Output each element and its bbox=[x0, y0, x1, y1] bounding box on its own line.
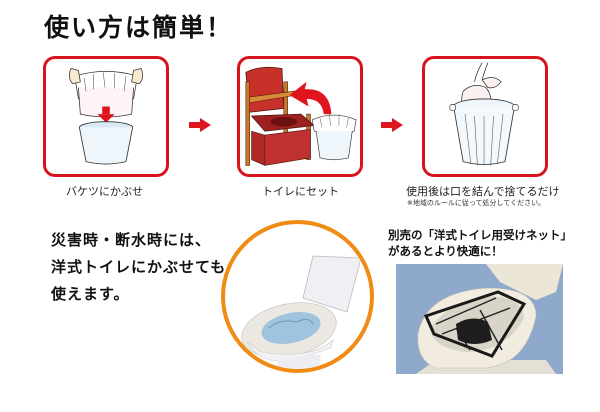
right-arrow-icon bbox=[381, 118, 403, 132]
step-1-label: バケツにかぶせ bbox=[66, 185, 143, 198]
right-arrow-icon bbox=[189, 118, 211, 132]
toilet-net-icon bbox=[396, 264, 563, 374]
step-3-label: 使用後は口を結んで捨てるだけ bbox=[406, 185, 560, 198]
trash-can-icon bbox=[449, 62, 519, 166]
step-2-label: トイレにセット bbox=[262, 185, 339, 198]
receiving-net-caption: 別売の「洋式トイレ用受けネット」 があるとより快適に！ bbox=[388, 227, 572, 259]
disaster-usage-text: 災害時・断水時には、 洋式トイレにかぶせても 使えます。 bbox=[51, 227, 226, 308]
toilet-icon bbox=[241, 255, 362, 369]
receiving-net-photo bbox=[396, 264, 563, 374]
net-line-1: 別売の「洋式トイレ用受けネット」 bbox=[388, 228, 572, 242]
step-3-illustration bbox=[422, 56, 548, 177]
step-1-illustration bbox=[43, 56, 169, 177]
page-title: 使い方は簡単！ bbox=[44, 13, 234, 42]
step-3-disposal-note: ※地域のルールに従って処分してください。 bbox=[407, 199, 546, 207]
disaster-line-3: 使えます。 bbox=[51, 285, 130, 303]
disaster-line-2: 洋式トイレにかぶせても bbox=[51, 258, 227, 276]
disaster-line-1: 災害時・断水時には、 bbox=[51, 231, 212, 249]
step-2-illustration bbox=[237, 56, 363, 177]
western-toilet-photo bbox=[221, 220, 374, 373]
bag-over-bucket-icon bbox=[68, 68, 144, 165]
commode-chair-icon bbox=[245, 66, 357, 166]
net-line-2: があるとより快適に！ bbox=[388, 244, 503, 258]
